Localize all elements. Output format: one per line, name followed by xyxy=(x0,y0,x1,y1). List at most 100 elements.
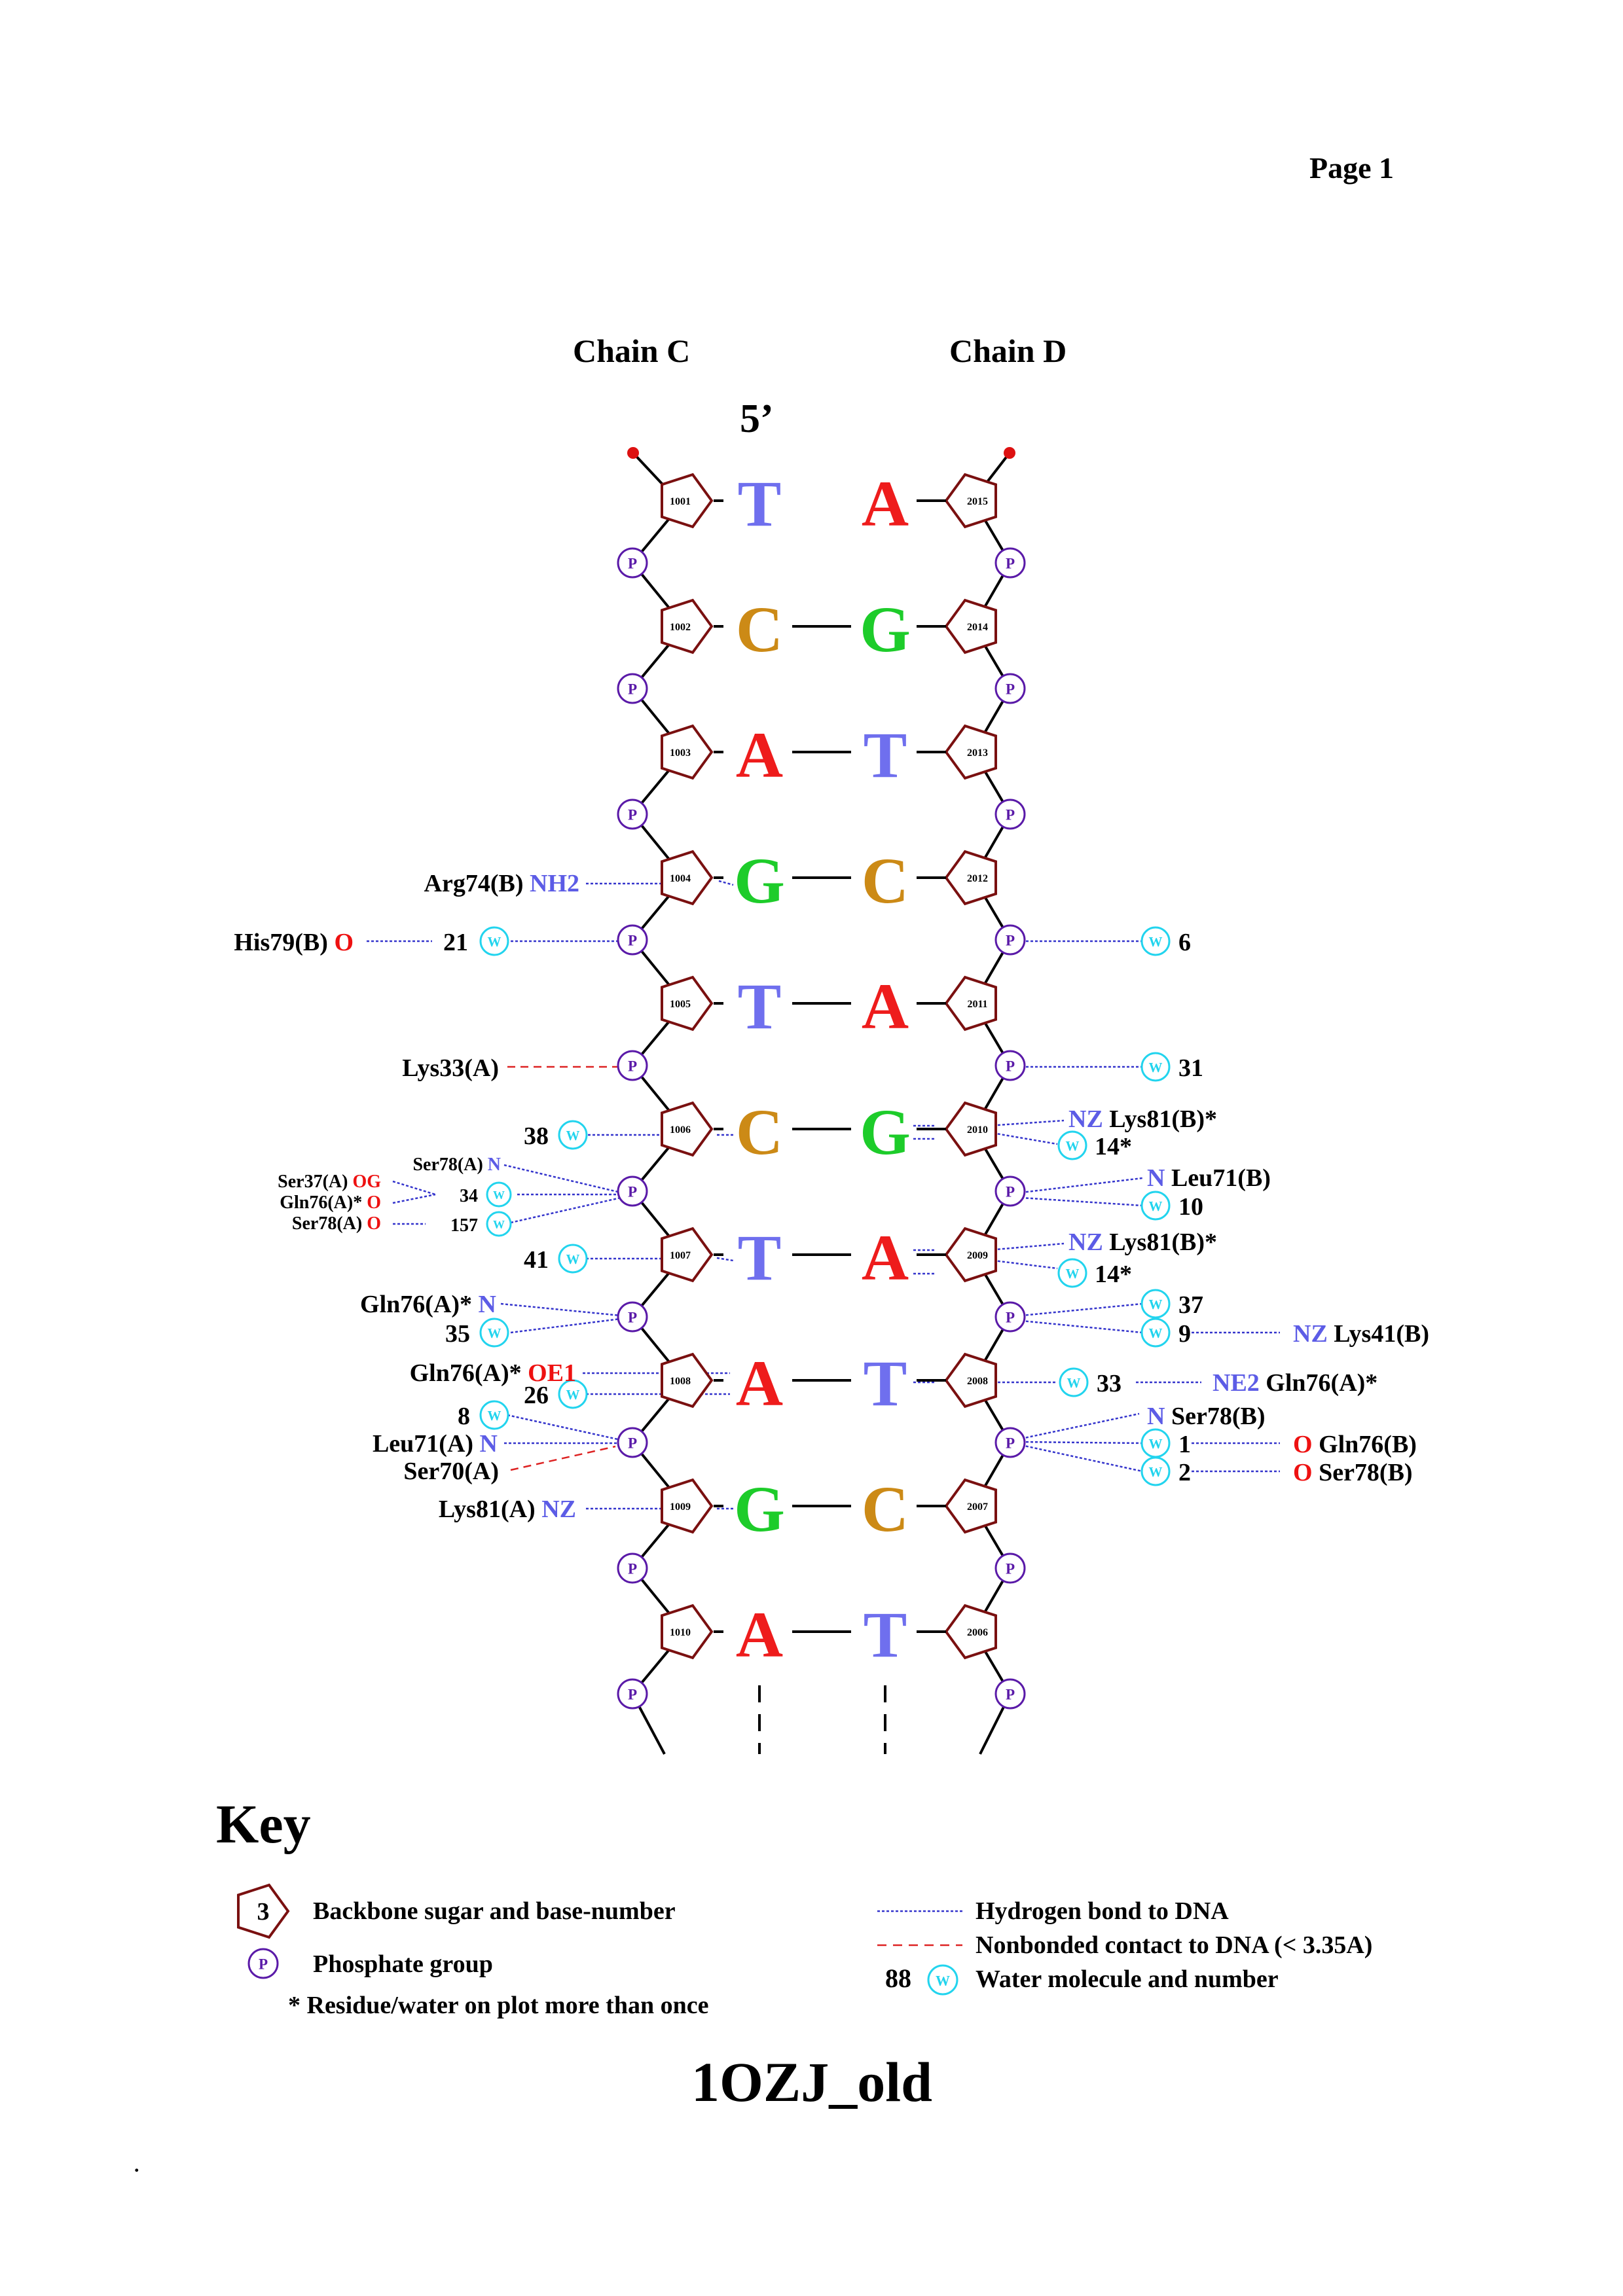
water-8 xyxy=(479,1400,509,1430)
key-phosphate-circle-symbol: P xyxy=(259,1955,268,1972)
sugar-number: 1002 xyxy=(670,622,691,633)
water-10 xyxy=(1140,1191,1171,1221)
water-number-37: 37 xyxy=(1178,1291,1203,1319)
sugar-number: 2011 xyxy=(967,999,987,1010)
hbond-ser37a-w34 xyxy=(392,1180,436,1196)
key-star-text: * Residue/water on plot more than once xyxy=(288,1992,708,2019)
residue-his79b-part-0: His79(B) xyxy=(234,929,334,956)
base-letter: T xyxy=(738,970,782,1043)
water-26-symbol: W xyxy=(566,1387,580,1403)
water-37-symbol: W xyxy=(1149,1297,1163,1312)
five-prime-label: 5’ xyxy=(740,397,774,441)
water-9 xyxy=(1140,1318,1171,1348)
hbond-gln76a-w34 xyxy=(392,1193,436,1204)
hbond-w1 xyxy=(1021,1441,1143,1444)
hbond-w157-p xyxy=(510,1196,621,1224)
key-hbond-text: Hydrogen bond to DNA xyxy=(976,1897,1229,1925)
residue-arg74b-part-0: Arg74(B) xyxy=(424,870,530,897)
sugar-pentagon xyxy=(661,1101,714,1157)
water-2 xyxy=(1140,1456,1171,1486)
phosphate-circle-symbol: P xyxy=(1006,554,1015,571)
base-letter: A xyxy=(862,467,909,540)
residue-ser78a: Ser78(A) N xyxy=(412,1155,501,1175)
water-8-symbol: W xyxy=(488,1408,501,1424)
residue-ser70a: Ser70(A) xyxy=(403,1458,499,1485)
water-number-26: 26 xyxy=(524,1382,549,1409)
hbond-w9 xyxy=(1021,1319,1143,1334)
phosphate-circle xyxy=(617,924,648,956)
sugar-pentagon xyxy=(661,1478,714,1534)
residue-ser78a-o: Ser78(A) O xyxy=(292,1213,381,1234)
phosphate-circle xyxy=(617,798,648,830)
base-letter: A xyxy=(736,719,783,791)
sugar-number: 2013 xyxy=(967,747,988,759)
water-2-symbol: W xyxy=(1149,1464,1163,1480)
water-1-symbol: W xyxy=(1149,1436,1163,1452)
sugar-number: 2007 xyxy=(967,1501,988,1513)
water-26 xyxy=(558,1379,588,1409)
key-water-icon: W xyxy=(927,1964,958,1996)
base-letter: T xyxy=(738,467,782,540)
hbond-w8 xyxy=(507,1414,621,1441)
residue-ser78b-o-part-0: O xyxy=(1293,1459,1319,1486)
residue-leu71b: N Leu71(B) xyxy=(1147,1164,1271,1192)
phosphate-circle-symbol: P xyxy=(628,1057,637,1074)
sugar-pentagon xyxy=(944,724,997,780)
phosphate-circle-symbol: P xyxy=(1006,1685,1015,1702)
sugar-pentagon xyxy=(944,975,997,1031)
sugar-pentagon xyxy=(661,1604,714,1660)
phosphate-circle xyxy=(994,1427,1026,1458)
phosphate-circle-symbol: P xyxy=(1006,806,1015,823)
phosphate-circle-symbol: P xyxy=(1006,680,1015,697)
base-letter: A xyxy=(862,970,909,1043)
residue-gln76a-o-part-0: Gln76(A)* xyxy=(280,1193,367,1213)
residue-gln76b-part-0: O xyxy=(1293,1431,1319,1458)
water-number-33-part-0: 33 xyxy=(1097,1370,1122,1397)
water-38-symbol: W xyxy=(566,1128,580,1143)
residue-lys33a-part-0: Lys33(A) xyxy=(402,1054,499,1082)
water-9-symbol: W xyxy=(1149,1325,1163,1341)
water-10-symbol: W xyxy=(1149,1198,1163,1214)
residue-gln76a-oe1-part-1: OE1 xyxy=(528,1359,576,1387)
water-31 xyxy=(1140,1052,1171,1082)
hbond-gln76a-n xyxy=(500,1302,621,1317)
key-heading: Key xyxy=(216,1794,311,1855)
residue-ser78b: N Ser78(B) xyxy=(1147,1403,1265,1430)
residue-ser37a: Ser37(A) OG xyxy=(278,1172,381,1192)
water-number-35-part-0: 35 xyxy=(445,1320,470,1348)
water-number-2-part-0: 2 xyxy=(1178,1459,1191,1486)
residue-his79b-part-1: O xyxy=(334,929,354,956)
residue-arg74b: Arg74(B) NH2 xyxy=(424,870,579,897)
residue-gln76a-ne2-part-1: Gln76(A)* xyxy=(1266,1369,1377,1397)
residue-gln76a-n-part-1: N xyxy=(479,1291,496,1318)
sugar-number: 1007 xyxy=(670,1250,691,1261)
phosphate-circle xyxy=(994,798,1026,830)
water-41 xyxy=(558,1244,588,1274)
residue-lys81a: Lys81(A) NZ xyxy=(439,1496,576,1523)
sugar-number: 1009 xyxy=(670,1501,691,1513)
phosphate-circle xyxy=(994,547,1026,579)
base-letter: G xyxy=(734,844,785,917)
residue-gln76a-oe1: Gln76(A)* OE1 xyxy=(410,1359,576,1387)
water-number-34: 34 xyxy=(460,1186,478,1206)
residue-lys81a-part-1: NZ xyxy=(541,1496,576,1523)
water-number-6-part-0: 6 xyxy=(1178,929,1191,956)
key-phosphate-icon: P xyxy=(247,1948,279,1979)
residue-ser78a-o-part-1: O xyxy=(367,1213,381,1234)
chain-c-label: Chain C xyxy=(573,332,690,369)
phosphate-circle-symbol: P xyxy=(628,554,637,571)
base-letter: T xyxy=(864,1598,907,1671)
water-number-8-part-0: 8 xyxy=(458,1403,470,1430)
key-sugar-pentagon xyxy=(237,1883,290,1939)
residue-lys81b-2-part-1: Lys81(B)* xyxy=(1109,1229,1217,1256)
base-letter: T xyxy=(738,1221,782,1294)
sugar-pentagon xyxy=(661,1227,714,1283)
phosphate-circle-symbol: P xyxy=(628,931,637,948)
residue-gln76a-oe1-part-0: Gln76(A)* xyxy=(410,1359,528,1387)
sugar-pentagon xyxy=(944,1101,997,1157)
sugar-pentagon xyxy=(944,598,997,655)
hbond-ser78b xyxy=(1021,1412,1140,1440)
water-number-38: 38 xyxy=(524,1122,549,1150)
phosphate-circle-symbol: P xyxy=(1006,931,1015,948)
sugar-pentagon xyxy=(661,724,714,780)
